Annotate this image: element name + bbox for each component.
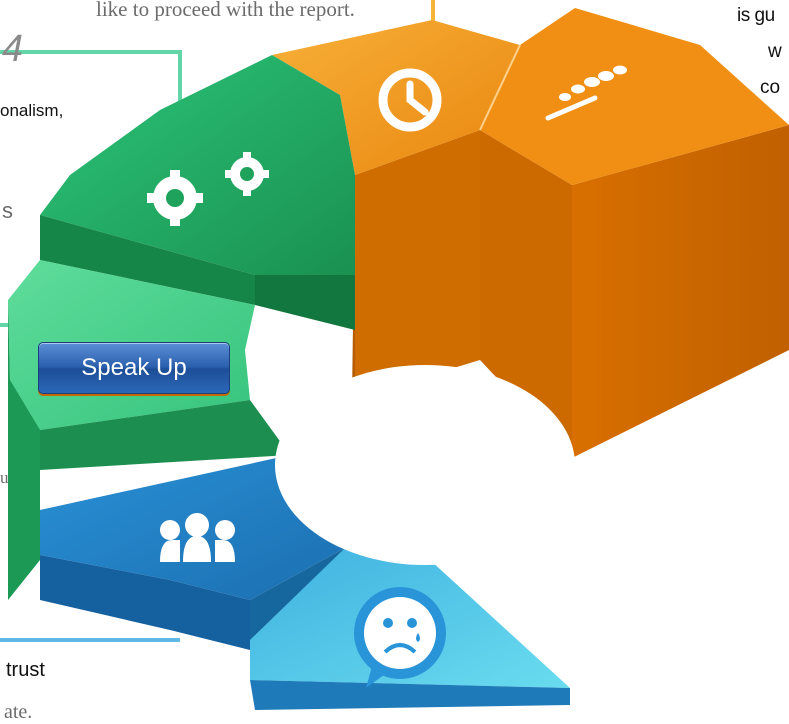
orange-segment — [272, 8, 789, 458]
right-callout-text-1: is gu — [737, 5, 775, 26]
clock-icon — [378, 68, 442, 132]
signal-icon — [545, 65, 627, 121]
sad-face-icon — [354, 587, 446, 688]
green-segment — [40, 55, 355, 330]
right-callout-text-2: w — [768, 41, 782, 62]
top-text: like to proceed with the report. — [96, 0, 355, 21]
gears-icon — [147, 152, 269, 226]
step-number: 4 — [2, 28, 24, 70]
ring-hole — [275, 365, 575, 565]
left-callout-fragment-2: u — [0, 468, 9, 487]
group-icon — [160, 513, 235, 562]
left-callout-text: onalism, — [0, 101, 64, 120]
bottom-callout-serif: ate. — [4, 701, 33, 723]
left-callout-fragment: s — [2, 198, 13, 223]
speak-up-button[interactable]: Speak Up — [38, 342, 230, 394]
right-callout-text-3: co — [760, 77, 781, 98]
bottom-callout-text: trust — [6, 659, 45, 681]
